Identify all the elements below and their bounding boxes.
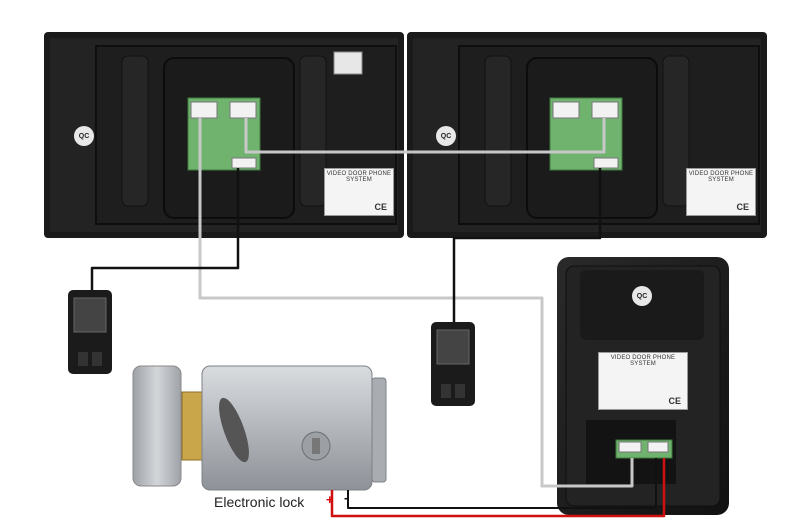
nameplate-title: VIDEO DOOR PHONE SYSTEM bbox=[688, 171, 754, 183]
electronic-lock-label: Electronic lock bbox=[214, 494, 305, 510]
negative-terminal-label: - bbox=[344, 490, 349, 505]
power-adapter-center bbox=[431, 322, 475, 406]
nameplate-title: VIDEO DOOR PHONE SYSTEM bbox=[610, 355, 676, 367]
indoor-monitor-left bbox=[44, 32, 404, 238]
ce-mark: CE bbox=[736, 202, 749, 212]
power-adapter-left bbox=[68, 290, 112, 374]
nameplate-outdoor-unit: VIDEO DOOR PHONE SYSTEM CE bbox=[598, 352, 688, 410]
nameplate-monitor-left: VIDEO DOOR PHONE SYSTEM CE bbox=[324, 168, 394, 216]
electronic-lock bbox=[132, 365, 387, 491]
ce-mark: CE bbox=[668, 396, 681, 406]
wiring bbox=[90, 118, 666, 518]
ce-mark: CE bbox=[374, 202, 387, 212]
qc-sticker-icon: QC bbox=[632, 286, 652, 306]
qc-sticker-icon: QC bbox=[74, 126, 94, 146]
qc-sticker-icon: QC bbox=[436, 126, 456, 146]
nameplate-monitor-right: VIDEO DOOR PHONE SYSTEM CE bbox=[686, 168, 756, 216]
positive-terminal-label: + bbox=[326, 492, 334, 507]
nameplate-title: VIDEO DOOR PHONE SYSTEM bbox=[326, 171, 392, 183]
